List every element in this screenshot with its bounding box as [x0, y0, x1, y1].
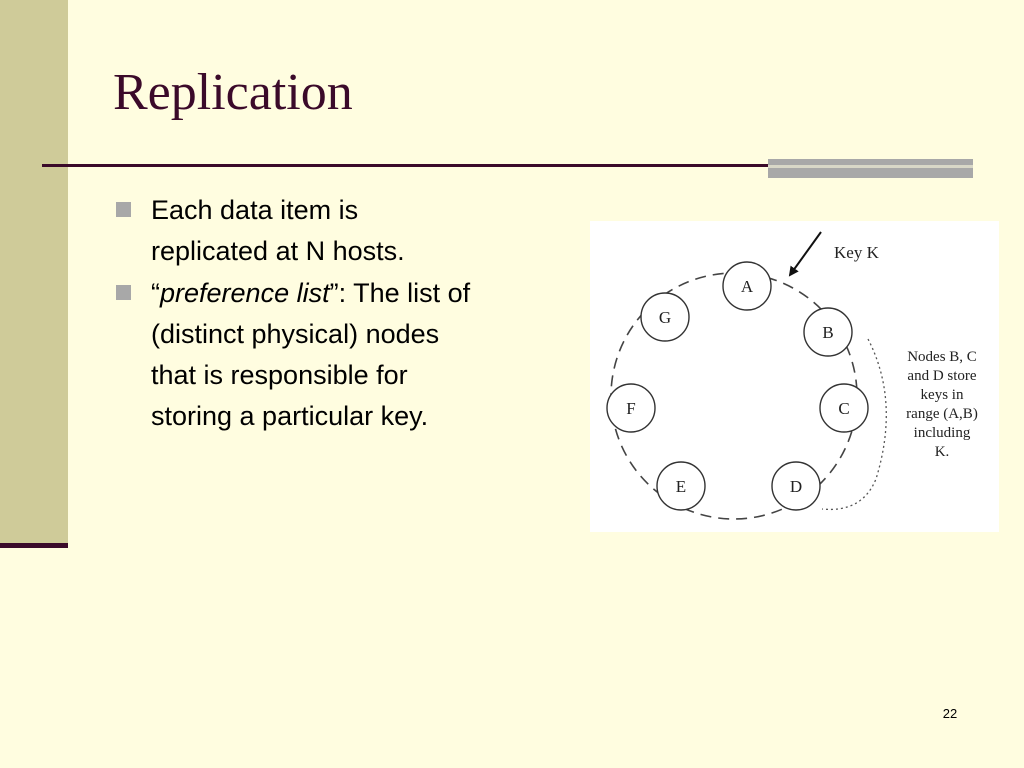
range-bracket: [821, 338, 887, 511]
node-label: B: [822, 323, 833, 342]
bullet-text-line: “preference list”: The list of: [151, 273, 566, 314]
ring-diagram-figure: Key K A B C D E: [590, 221, 999, 532]
key-arrow: [788, 231, 822, 277]
node-e: E: [656, 461, 706, 511]
node-label: G: [659, 308, 671, 327]
node-label: C: [838, 399, 849, 418]
bullet-item-replication: Each data item is replicated at N hosts.: [116, 190, 566, 272]
title-divider-line: [42, 164, 768, 167]
square-bullet-icon: [116, 202, 131, 217]
close-quote: ”: [329, 278, 339, 308]
key-label: Key K: [834, 243, 880, 262]
left-band-underline: [0, 543, 68, 548]
range-note-line: including: [914, 425, 971, 441]
node-f: F: [606, 383, 656, 433]
node-b: B: [803, 307, 853, 357]
node-label: A: [741, 277, 754, 296]
ring-diagram: Key K A B C D E: [606, 231, 978, 520]
bullet-text-line: replicated at N hosts.: [151, 236, 405, 266]
bullet-text-line: Each data item is: [151, 195, 359, 225]
node-label: E: [676, 477, 686, 496]
node-label: D: [790, 477, 802, 496]
range-note-line: range (A,B): [906, 406, 978, 422]
bullet-item-preference-list: “preference list”: The list of (distinct…: [116, 273, 566, 437]
node-a: A: [722, 261, 772, 311]
page-number: 22: [942, 706, 958, 721]
range-note-line: and D store: [907, 368, 976, 384]
node-c: C: [819, 383, 869, 433]
bullet-text-fragment: : The list of: [338, 278, 471, 308]
range-note: Nodes B, C and D store keys in range (A,…: [906, 349, 978, 460]
slide-title: Replication: [113, 64, 353, 121]
bullet-list: Each data item is replicated at N hosts.…: [116, 190, 566, 438]
range-note-line: K.: [935, 444, 950, 460]
range-note-line: keys in: [921, 387, 964, 403]
node-label: F: [626, 399, 635, 418]
bullet-text-line: that is responsible for: [151, 360, 408, 390]
preference-list-term: preference list: [160, 278, 330, 308]
open-quote: “: [151, 278, 160, 308]
bullet-text-line: (distinct physical) nodes: [151, 319, 440, 349]
range-note-line: Nodes B, C: [907, 349, 977, 365]
title-divider-accent: [768, 159, 973, 178]
left-decorative-band: [0, 0, 68, 545]
bullet-text-line: storing a particular key.: [151, 401, 429, 431]
node-g: G: [640, 292, 690, 342]
square-bullet-icon: [116, 285, 131, 300]
node-d: D: [771, 461, 821, 511]
